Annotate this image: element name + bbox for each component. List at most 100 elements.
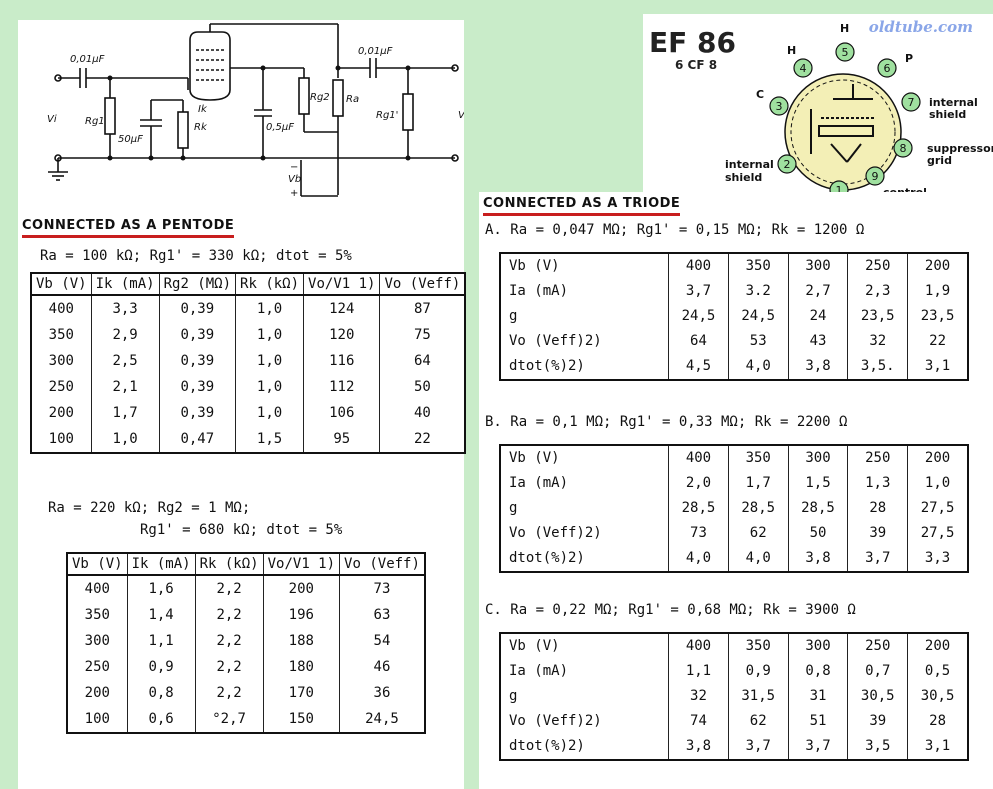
table-cell: 100 bbox=[30, 426, 92, 453]
table-cell: 64 bbox=[379, 348, 466, 374]
table-cell: 87 bbox=[379, 295, 466, 322]
pin-label-internal-shield-left-2: shield bbox=[725, 171, 762, 184]
table-cell: 73 bbox=[339, 575, 426, 602]
label-vi: Vi bbox=[47, 114, 57, 125]
pin-label: H bbox=[787, 44, 796, 57]
table-cell: 64 bbox=[668, 329, 729, 354]
table-cell: 3,8 bbox=[787, 546, 849, 572]
table-cell: 116 bbox=[303, 348, 381, 374]
table-cell: 2,5 bbox=[90, 348, 160, 374]
table-cell: 0,6 bbox=[126, 706, 196, 733]
table-cell: 2,2 bbox=[194, 628, 264, 654]
table-cell: 120 bbox=[303, 322, 381, 348]
watermark: oldtube.com bbox=[868, 18, 973, 36]
table-cell: 400 bbox=[668, 445, 729, 471]
circuit-schematic: 0,01µF Vi Rg1 50µF Ik Rk Rg2 0,5µF Ra 0,… bbox=[47, 23, 464, 199]
table-cell: 23,5 bbox=[907, 304, 969, 329]
label-cap-in: 0,01µF bbox=[70, 54, 105, 65]
triode-section-params: C. Ra = 0,22 MΩ; Rg1' = 0,68 MΩ; Rk = 39… bbox=[485, 602, 856, 618]
pin-number: 9 bbox=[872, 170, 879, 183]
row-label: Vb (V) bbox=[499, 445, 670, 471]
table-cell: 31,5 bbox=[727, 684, 789, 709]
table-cell: 2,2 bbox=[194, 654, 264, 680]
table-cell: 1,1 bbox=[668, 659, 729, 684]
label-plus: + bbox=[290, 188, 298, 199]
table-cell: 2,7 bbox=[787, 279, 849, 304]
table-cell: 39 bbox=[847, 709, 909, 734]
table-cell: 200 bbox=[907, 445, 969, 471]
pin-circle bbox=[829, 180, 849, 194]
table-cell: 400 bbox=[668, 253, 729, 279]
pin-label-c: C bbox=[756, 88, 764, 101]
table-cell: 170 bbox=[262, 680, 341, 706]
triode-section-params: A. Ra = 0,047 MΩ; Rg1' = 0,15 MΩ; Rk = 1… bbox=[485, 222, 865, 238]
row-label: Vb (V) bbox=[499, 633, 670, 659]
row-label: Vo (Veff)2) bbox=[499, 709, 670, 734]
row-label: Ia (mA) bbox=[499, 471, 670, 496]
table-cell: 0,47 bbox=[158, 426, 237, 453]
table-cell: 39 bbox=[847, 521, 909, 546]
row-label: dtot(%)2) bbox=[499, 546, 670, 572]
row-label: Vo (Veff)2) bbox=[499, 329, 670, 354]
table-cell: 62 bbox=[727, 709, 789, 734]
table-cell: 0,9 bbox=[727, 659, 789, 684]
table-cell: 188 bbox=[262, 628, 341, 654]
table-cell: 0,7 bbox=[847, 659, 909, 684]
row-label: g bbox=[499, 684, 670, 709]
triode-section-params: B. Ra = 0,1 MΩ; Rg1' = 0,33 MΩ; Rk = 220… bbox=[485, 414, 848, 430]
column-header: Vb (V) bbox=[66, 553, 128, 576]
table-cell: 43 bbox=[787, 329, 849, 354]
table-cell: 31 bbox=[787, 684, 849, 709]
table-cell: 196 bbox=[262, 602, 341, 628]
table-cell: 4,5 bbox=[668, 354, 729, 380]
table-cell: 1,9 bbox=[907, 279, 969, 304]
table-cell: 350 bbox=[727, 633, 789, 659]
table-cell: 24,5 bbox=[668, 304, 729, 329]
table-cell: 30,5 bbox=[847, 684, 909, 709]
table-cell: 1,7 bbox=[90, 400, 160, 426]
table-cell: 1,5 bbox=[235, 426, 305, 453]
table-cell: 0,5 bbox=[907, 659, 969, 684]
column-header: Vo/V1 1) bbox=[303, 273, 381, 296]
table-cell: 400 bbox=[668, 633, 729, 659]
table-cell: 250 bbox=[847, 445, 909, 471]
table-cell: 150 bbox=[262, 706, 341, 733]
table-cell: 300 bbox=[66, 628, 128, 654]
table-cell: 1,0 bbox=[90, 426, 160, 453]
table-cell: 300 bbox=[30, 348, 92, 374]
column-header: Rg2 (MΩ) bbox=[158, 273, 237, 296]
pentode-heading: CONNECTED AS A PENTODE bbox=[22, 218, 235, 238]
table-cell: 63 bbox=[339, 602, 426, 628]
table-cell: 250 bbox=[66, 654, 128, 680]
table-cell: °2,7 bbox=[194, 706, 264, 733]
table-cell: 1,0 bbox=[235, 348, 305, 374]
table-cell: 2,2 bbox=[194, 680, 264, 706]
table-cell: 40 bbox=[379, 400, 466, 426]
table-cell: 3,3 bbox=[907, 546, 969, 572]
pin-number: 5 bbox=[842, 46, 849, 59]
table-cell: 106 bbox=[303, 400, 381, 426]
pin-circle bbox=[893, 138, 913, 158]
column-header: Ik (mA) bbox=[126, 553, 196, 576]
table-cell: 112 bbox=[303, 374, 381, 400]
table-header-row: Vb (V)Ik (mA)Rk (kΩ)Vo/V1 1)Vo (Veff) bbox=[66, 553, 426, 576]
table-cell: 3,8 bbox=[668, 734, 729, 760]
column-header: Rk (kΩ) bbox=[235, 273, 305, 296]
pin-circle bbox=[777, 154, 797, 174]
table-cell: 1,7 bbox=[727, 471, 789, 496]
table-cell: 50 bbox=[379, 374, 466, 400]
table-cell: 3.2 bbox=[727, 279, 789, 304]
table-cell: 200 bbox=[907, 253, 969, 279]
